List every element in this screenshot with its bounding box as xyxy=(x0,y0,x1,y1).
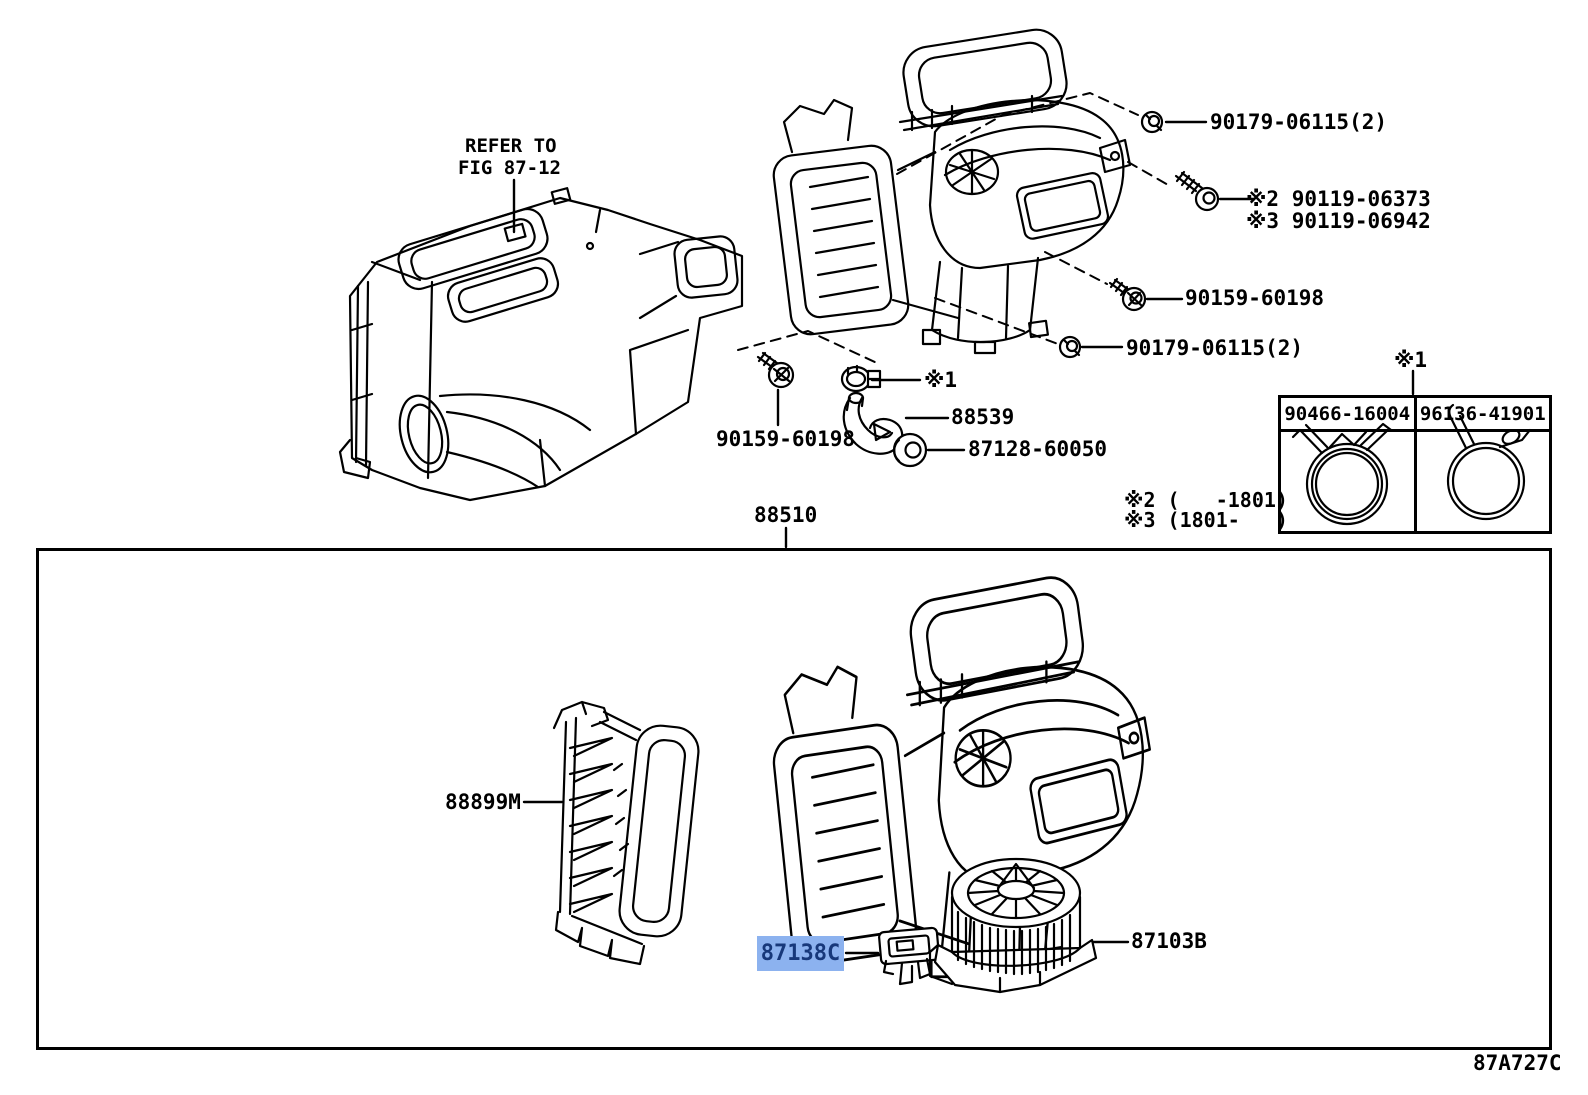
clamp-table-header: 90466-16004 96136-41901 xyxy=(1281,398,1549,432)
clamp-table-cell-left xyxy=(1281,432,1414,531)
evaporator-drawing xyxy=(552,700,700,966)
bolt-drawing xyxy=(1174,170,1220,212)
screw-lower-drawing xyxy=(756,351,795,389)
leader-lines xyxy=(512,120,1415,955)
applicability-note-1: ※2 ( -1801) xyxy=(1124,488,1288,512)
clamp-table-header-right: 96136-41901 xyxy=(1413,398,1550,429)
applicability-note-2: ※3 (1801- ) xyxy=(1124,508,1288,532)
callout-nut-lower: 90179-06115(2) xyxy=(1126,336,1304,360)
refer-note-line1: REFER TO xyxy=(465,135,557,157)
clamp-90466-drawing xyxy=(1291,422,1393,526)
callout-evaporator: 88899M xyxy=(445,790,521,814)
clamp-table-cell-right xyxy=(1413,432,1550,531)
grommet-drawing xyxy=(892,432,928,468)
callout-nut-upper: 90179-06115(2) xyxy=(1210,110,1388,134)
clamp-table-ref: ※1 xyxy=(1394,348,1428,372)
refer-note-line2: FIG 87-12 xyxy=(458,157,561,179)
nut-upper-drawing xyxy=(1140,110,1164,134)
callout-screw-upper: 90159-60198 xyxy=(1185,286,1325,310)
assembly-detail-box xyxy=(36,548,1552,1050)
hose-clamp-drawing xyxy=(840,364,882,393)
blower-motor-drawing xyxy=(928,857,1098,994)
callout-clamp-ref: ※1 xyxy=(924,368,958,392)
clamp-table: 90466-16004 96136-41901 xyxy=(1278,395,1552,534)
clamp-table-header-left: 90466-16004 xyxy=(1284,402,1411,425)
heater-unit-drawing xyxy=(338,187,744,502)
callout-blower-motor: 87103B xyxy=(1131,929,1207,953)
nut-lower-drawing xyxy=(1058,335,1082,359)
dashed-leader-lines xyxy=(737,92,1171,364)
figure-code: 87A727C xyxy=(1473,1051,1562,1075)
blower-resistor-drawing xyxy=(878,926,940,986)
callout-screw-lower: 90159-60198 xyxy=(716,427,856,451)
callout-bolt-post1801: ※3 90119-06942 xyxy=(1246,209,1431,233)
callout-blower-assembly: 88510 xyxy=(754,503,818,527)
screw-upper-drawing xyxy=(1108,277,1147,312)
callout-blower-resistor-highlighted[interactable]: 87138C xyxy=(757,936,844,971)
callout-water-hose: 88539 xyxy=(951,405,1015,429)
callout-bolt-pre1801: ※2 90119-06373 xyxy=(1246,187,1431,211)
clamp-table-body xyxy=(1281,432,1549,531)
callout-grommet: 87128-60050 xyxy=(968,437,1108,461)
